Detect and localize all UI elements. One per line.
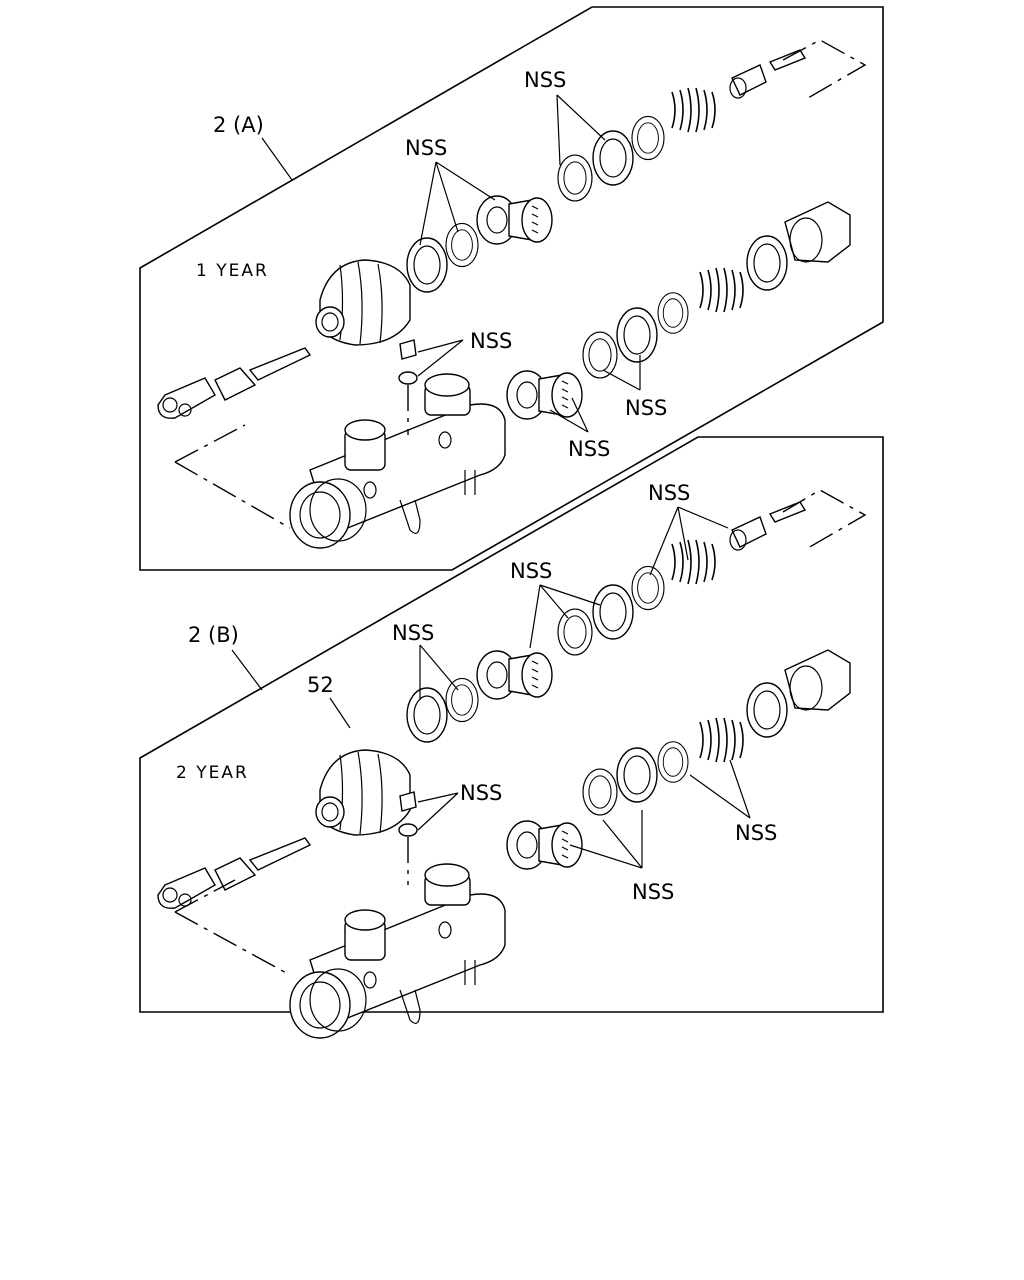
snap-ring-a xyxy=(406,237,448,293)
cup-b4 xyxy=(616,747,658,803)
stop-bolt-b xyxy=(731,516,767,548)
kit-a-panel: 2 (A) 1 YEAR xyxy=(139,6,884,571)
kit-a-ref: 2 (A) xyxy=(213,113,264,137)
spring-a2 xyxy=(699,267,744,313)
seal-washer-b xyxy=(398,823,418,837)
nss-label-a3: NSS xyxy=(470,329,512,353)
gasket-b xyxy=(746,682,788,738)
kit-b-outline xyxy=(139,436,884,1013)
stop-bolt-a xyxy=(731,64,767,96)
screw-a xyxy=(768,49,807,71)
nss-label-b5: NSS xyxy=(735,821,777,845)
boot-ref-52: 52 xyxy=(307,673,334,697)
nss-label-b6: NSS xyxy=(632,880,674,904)
washer-a xyxy=(445,222,479,268)
washer-b xyxy=(445,677,479,723)
dust-boot-a xyxy=(315,259,411,346)
spacer-b xyxy=(631,565,665,611)
cup-b3 xyxy=(582,768,618,816)
plug-a xyxy=(784,201,851,263)
kit-b-panel: 2 (B) 2 YEAR 52 xyxy=(139,436,884,1039)
dust-boot-b xyxy=(315,749,411,836)
master-cylinder-body-a xyxy=(289,373,506,549)
spacer-a2 xyxy=(657,292,689,334)
cup-a4 xyxy=(616,307,658,363)
screw-b xyxy=(768,501,807,523)
bleeder-screw-b xyxy=(399,791,417,812)
spring-b2 xyxy=(699,717,744,763)
nss-label-a5: NSS xyxy=(568,437,610,461)
spacer-a xyxy=(631,115,665,161)
bleeder-screw-a xyxy=(399,339,417,360)
kit-a-outline xyxy=(139,6,884,571)
cup-b1 xyxy=(557,608,593,656)
snap-ring-b xyxy=(406,687,448,743)
push-rod-a xyxy=(157,347,311,419)
cup-a2 xyxy=(592,130,634,186)
gasket-a xyxy=(746,235,788,291)
cup-a1 xyxy=(557,154,593,202)
primary-piston-b xyxy=(476,650,553,700)
nss-label-a4: NSS xyxy=(625,396,667,420)
plug-b xyxy=(784,649,851,711)
secondary-piston-a xyxy=(506,370,583,420)
nss-label-b2: NSS xyxy=(510,559,552,583)
nss-label-b4: NSS xyxy=(460,781,502,805)
nss-label-a2: NSS xyxy=(524,68,566,92)
kit-b-caption: 2 YEAR xyxy=(176,763,249,783)
nss-label-b1: NSS xyxy=(392,621,434,645)
cup-b2 xyxy=(592,584,634,640)
nss-label-a1: NSS xyxy=(405,136,447,160)
spacer-b2 xyxy=(657,741,689,783)
push-rod-b xyxy=(157,837,311,909)
cup-a3 xyxy=(582,331,618,379)
kit-b-ref: 2 (B) xyxy=(188,623,239,647)
nss-label-b3: NSS xyxy=(648,481,690,505)
primary-piston-a xyxy=(476,195,553,245)
seal-washer-a xyxy=(398,371,418,385)
spring-b1 xyxy=(671,539,716,585)
kit-a-caption: 1 YEAR xyxy=(196,261,269,281)
spring-a1 xyxy=(671,87,716,133)
